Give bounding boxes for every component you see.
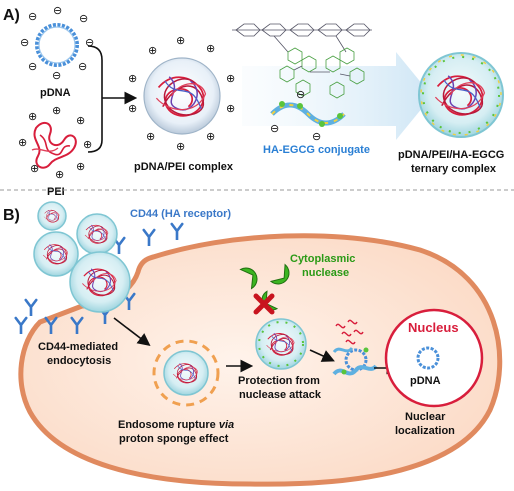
localization-label-line1: Nuclear	[405, 411, 446, 423]
nuclease-label-line2: nuclease	[302, 267, 349, 279]
minus-charge-icon: ⊖	[78, 61, 87, 73]
ternary-complex	[418, 52, 504, 138]
arrow-icon	[113, 317, 151, 346]
plus-charge-icon: ⊕	[83, 139, 92, 151]
minus-charge-icon: ⊖	[52, 70, 61, 82]
plus-charge-icon: ⊕	[176, 35, 185, 47]
nuclear-pdna	[416, 346, 440, 370]
nucleus	[384, 308, 484, 408]
rupture-label-line1: Endosome rupture via	[118, 419, 234, 431]
plus-charge-icon: ⊕	[226, 73, 235, 85]
protection-label-line2: nuclease attack	[239, 389, 322, 401]
plus-charge-icon: ⊕	[30, 163, 39, 175]
minus-charge-icon: ⊖	[79, 13, 88, 25]
receptor-icon	[24, 298, 38, 316]
complex-charges: ⊕ ⊕ ⊕ ⊕ ⊕ ⊕ ⊕ ⊕ ⊕ ⊕	[128, 35, 235, 153]
complex-label: pDNA/PEI complex	[134, 161, 234, 173]
external-nanoparticles	[33, 201, 131, 313]
plus-charge-icon: ⊕	[28, 111, 37, 123]
pdna-ring	[35, 23, 79, 67]
ruptured-endosome	[152, 339, 220, 407]
plus-charge-icon: ⊕	[55, 169, 64, 181]
pdna-pei-complex	[143, 57, 221, 135]
endocytosis-label-line1: CD44-mediated	[38, 341, 118, 353]
pdna-label: pDNA	[40, 87, 71, 99]
receptor-icon	[14, 316, 28, 334]
plus-charge-icon: ⊕	[226, 103, 235, 115]
endocytosis-label-line2: endocytosis	[47, 355, 111, 367]
ha-egcg-structure	[232, 23, 372, 99]
nuclease-icon	[269, 263, 290, 285]
localization-label-line2: localization	[395, 425, 455, 437]
minus-charge-icon: ⊖	[296, 89, 305, 101]
plus-charge-icon: ⊕	[52, 105, 61, 117]
plus-charge-icon: ⊕	[18, 137, 27, 149]
nuclease-label-line1: Cytoplasmic	[290, 253, 355, 265]
pei-charges: ⊕ ⊕ ⊕ ⊕ ⊕ ⊕ ⊕ ⊕	[18, 105, 92, 181]
minus-charge-icon: ⊖	[28, 11, 37, 23]
conjugation-beam	[242, 52, 432, 140]
rupture-label-line2: proton sponge effect	[119, 433, 229, 445]
pei-label: PEI	[47, 186, 65, 198]
minus-charge-icon: ⊖	[53, 5, 62, 17]
arrow-icon	[309, 349, 335, 362]
plus-charge-icon: ⊕	[146, 131, 155, 143]
plus-charge-icon: ⊕	[206, 131, 215, 143]
ternary-label-line1: pDNA/PEI/HA-EGCG	[398, 149, 504, 161]
minus-charge-icon: ⊖	[85, 37, 94, 49]
plus-charge-icon: ⊕	[128, 73, 137, 85]
plus-charge-icon: ⊕	[128, 103, 137, 115]
plus-charge-icon: ⊕	[206, 43, 215, 55]
minus-charge-icon: ⊖	[312, 131, 321, 143]
pei-polymer	[31, 121, 77, 169]
panel-b-label: B)	[3, 207, 20, 224]
plus-charge-icon: ⊕	[176, 141, 185, 153]
plus-charge-icon: ⊕	[76, 161, 85, 173]
receptor-label: CD44 (HA receptor)	[130, 208, 231, 220]
ternary-label-line2: ternary complex	[411, 163, 497, 175]
ha-egcg-conjugate-strand	[270, 101, 346, 127]
minus-charge-icon: ⊖	[270, 123, 279, 135]
protected-complex	[255, 318, 307, 370]
protection-label-line1: Protection from	[238, 375, 320, 387]
receptor-icon	[142, 228, 156, 246]
merge-bracket	[87, 45, 134, 153]
nucleus-label: Nucleus	[408, 320, 459, 335]
minus-charge-icon: ⊖	[28, 61, 37, 73]
plus-charge-icon: ⊕	[148, 45, 157, 57]
minus-charge-icon: ⊖	[20, 37, 29, 49]
plus-charge-icon: ⊕	[76, 115, 85, 127]
nuclear-pdna-label: pDNA	[410, 375, 441, 387]
nuclease-icon	[239, 267, 258, 290]
panel-a-label: A)	[3, 7, 20, 24]
receptor-icon	[170, 222, 184, 240]
x-mark-icon	[253, 293, 275, 315]
conjugate-label: HA-EGCG conjugate	[263, 144, 370, 156]
conjugate-charges: ⊖ ⊖ ⊖	[270, 89, 321, 143]
released-components	[332, 319, 378, 376]
pdna-charges: ⊖ ⊖ ⊖ ⊖ ⊖ ⊖ ⊖ ⊖	[20, 5, 94, 82]
